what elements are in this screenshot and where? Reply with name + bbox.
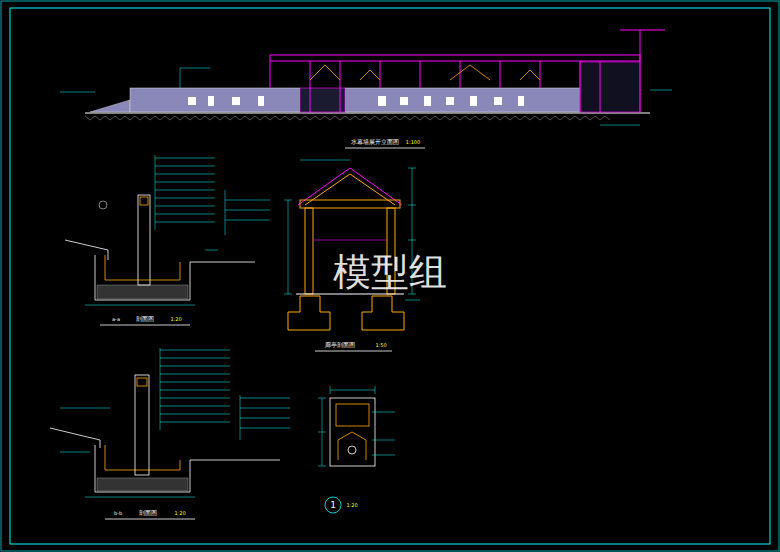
scale-text: 1:20: [346, 503, 357, 508]
scale-text: 1:20: [170, 317, 181, 322]
view-title: 剖面图: [139, 510, 157, 516]
section-mark: b-b: [114, 511, 122, 516]
detail-1: [318, 386, 395, 513]
detail-number: 1: [330, 501, 336, 510]
view-title: 剖面图: [136, 316, 154, 322]
section-a: [65, 155, 270, 325]
section-mark: a-a: [112, 317, 120, 322]
view-title: 廊亭剖面图: [325, 342, 355, 348]
scale-text: 1:50: [375, 343, 386, 348]
scale-text: 1:100: [406, 140, 420, 145]
section-b: [50, 348, 290, 519]
view-title: 水幕墙展开立面图: [351, 139, 399, 145]
scale-text: 1:20: [174, 511, 185, 516]
watermark: 模型组: [333, 253, 447, 291]
elevation: [60, 30, 672, 148]
